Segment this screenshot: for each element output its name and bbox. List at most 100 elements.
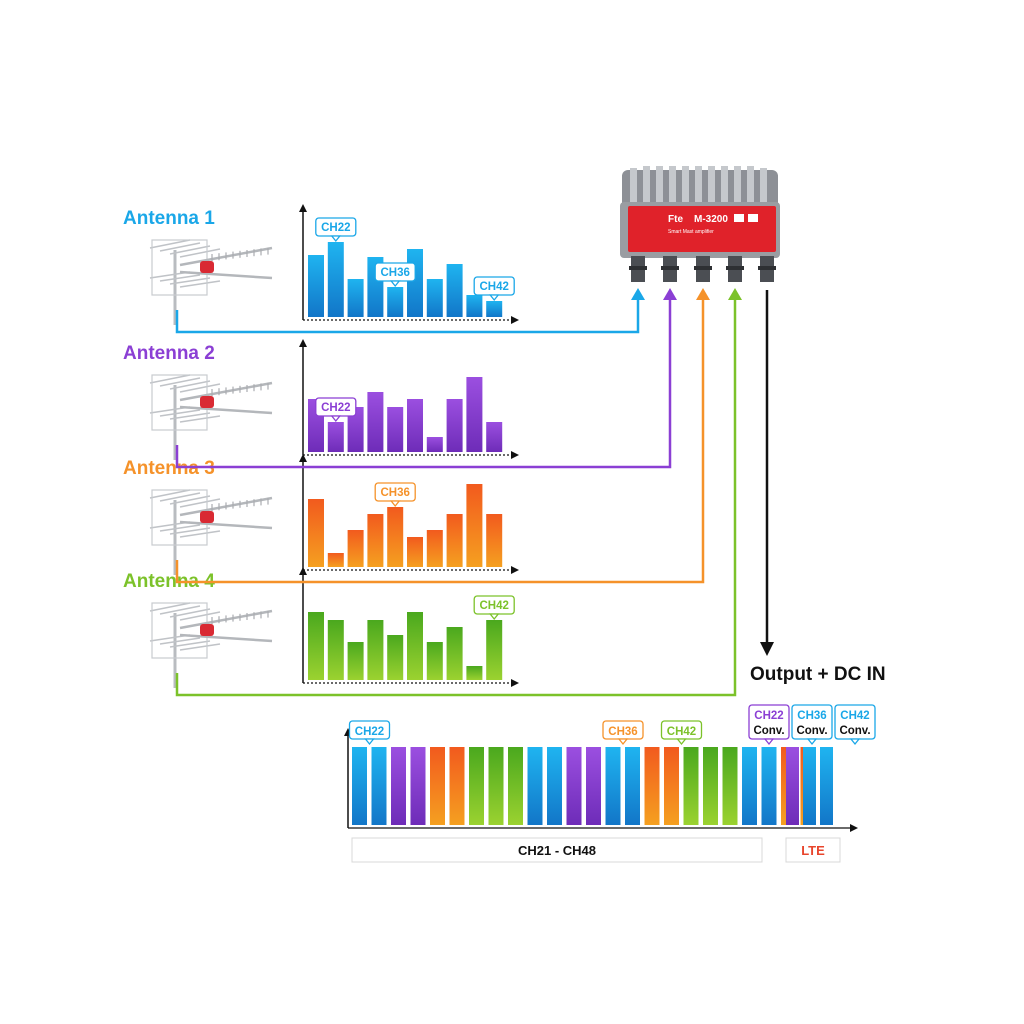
svg-text:CH22: CH22: [321, 222, 350, 234]
spectrum-bar: [347, 407, 364, 452]
spectrum-bar: [407, 249, 423, 317]
svg-text:CH36: CH36: [380, 487, 409, 499]
spectrum-bar: [486, 301, 503, 317]
spectrum-bar: [446, 264, 463, 317]
lte-range-box: LTE: [785, 837, 841, 863]
antenna-spectrum-chart: CH22: [299, 339, 519, 459]
amplifier-device: Fte M-3200 Smart Mast amplifier: [620, 166, 780, 282]
spectrum-bar: [407, 612, 423, 680]
combined-bar: [625, 747, 640, 825]
channel-tag: CH22: [315, 217, 357, 243]
svg-text:Conv.: Conv.: [796, 725, 827, 737]
combined-bar: [722, 747, 738, 825]
spectrum-bar: [466, 666, 483, 680]
svg-text:Conv.: Conv.: [753, 725, 784, 737]
svg-text:CH36: CH36: [608, 726, 637, 738]
spectrum-bar: [327, 422, 344, 452]
spectrum-bar: [446, 627, 463, 680]
spectrum-bar: [466, 295, 483, 317]
lte-bar: [803, 747, 816, 825]
combined-bar: [703, 747, 718, 825]
svg-text:LTE: LTE: [801, 843, 825, 858]
spectrum-bar: [407, 399, 423, 452]
svg-text:CH22: CH22: [754, 710, 783, 722]
combined-bar: [469, 747, 484, 825]
spectrum-bar: [367, 620, 384, 680]
antenna-spectrum-chart: CH36: [299, 454, 519, 574]
channel-tag: CH42: [473, 276, 515, 302]
svg-text:CH22: CH22: [355, 726, 384, 738]
spectrum-bar: [446, 399, 463, 452]
spectrum-bar: [466, 484, 483, 567]
combined-bar: [488, 747, 504, 825]
antenna-connection-4: [175, 288, 742, 697]
spectrum-bar: [426, 642, 443, 680]
combined-bar: [742, 747, 757, 825]
spectrum-bar: [407, 537, 423, 567]
antenna-connection-2: [175, 288, 677, 469]
antenna-connection-1: [175, 288, 645, 334]
amplifier-model: M-3200: [694, 214, 728, 225]
combined-bar: [449, 747, 465, 825]
spectrum-bar: [347, 530, 364, 567]
combined-bar: [527, 747, 543, 825]
combined-bar: [547, 747, 562, 825]
combined-bar: [605, 747, 621, 825]
combined-bar: [410, 747, 426, 825]
spectrum-bar: [347, 279, 364, 317]
lte-bar: [786, 747, 799, 825]
svg-text:CH22: CH22: [321, 402, 350, 414]
combined-channel-tag: CH36: [602, 720, 644, 746]
spectrum-bar: [426, 279, 443, 317]
output-arrow: [760, 290, 774, 656]
combined-bar: [352, 747, 367, 825]
spectrum-bar: [327, 242, 344, 317]
spectrum-bar: [308, 255, 324, 317]
combined-channel-tag: CH22: [348, 720, 391, 746]
combined-bar: [664, 747, 679, 825]
combined-bar: [508, 747, 523, 825]
spectrum-bar: [327, 553, 344, 567]
spectrum-bar: [367, 392, 384, 452]
spectrum-bar: [387, 287, 404, 317]
spectrum-bar: [387, 407, 404, 452]
spectrum-bar: [327, 620, 344, 680]
channel-tag: CH36: [374, 262, 416, 288]
svg-text:CH42: CH42: [840, 710, 869, 722]
output-label: Output + DC IN: [750, 664, 886, 685]
channel-range-box: CH21 - CH48: [351, 837, 763, 863]
antenna-spectrum-chart: CH42: [299, 567, 519, 687]
spectrum-bar: [486, 514, 503, 567]
svg-text:Conv.: Conv.: [839, 725, 870, 737]
spectrum-bar: [308, 499, 324, 567]
spectrum-bar: [486, 422, 503, 452]
spectrum-bar: [387, 507, 404, 567]
svg-text:CH42: CH42: [479, 281, 508, 293]
spectrum-bar: [446, 514, 463, 567]
amplifier-brand: Fte: [668, 214, 683, 225]
combined-bar: [371, 747, 387, 825]
antenna-icon: [149, 489, 273, 575]
spectrum-bar: [387, 635, 404, 680]
amplifier-subtitle: Smart Mast amplifier: [668, 229, 714, 235]
spectrum-bar: [486, 620, 503, 680]
combined-bar: [644, 747, 660, 825]
spectrum-bar: [426, 530, 443, 567]
svg-text:CH42: CH42: [479, 600, 508, 612]
combined-bar: [566, 747, 582, 825]
combined-bar: [761, 747, 777, 825]
antenna-connection-3: [175, 288, 710, 584]
spectrum-bar: [308, 612, 324, 680]
svg-text:CH42: CH42: [667, 726, 696, 738]
spectrum-bar: [347, 642, 364, 680]
svg-text:CH36: CH36: [380, 267, 409, 279]
